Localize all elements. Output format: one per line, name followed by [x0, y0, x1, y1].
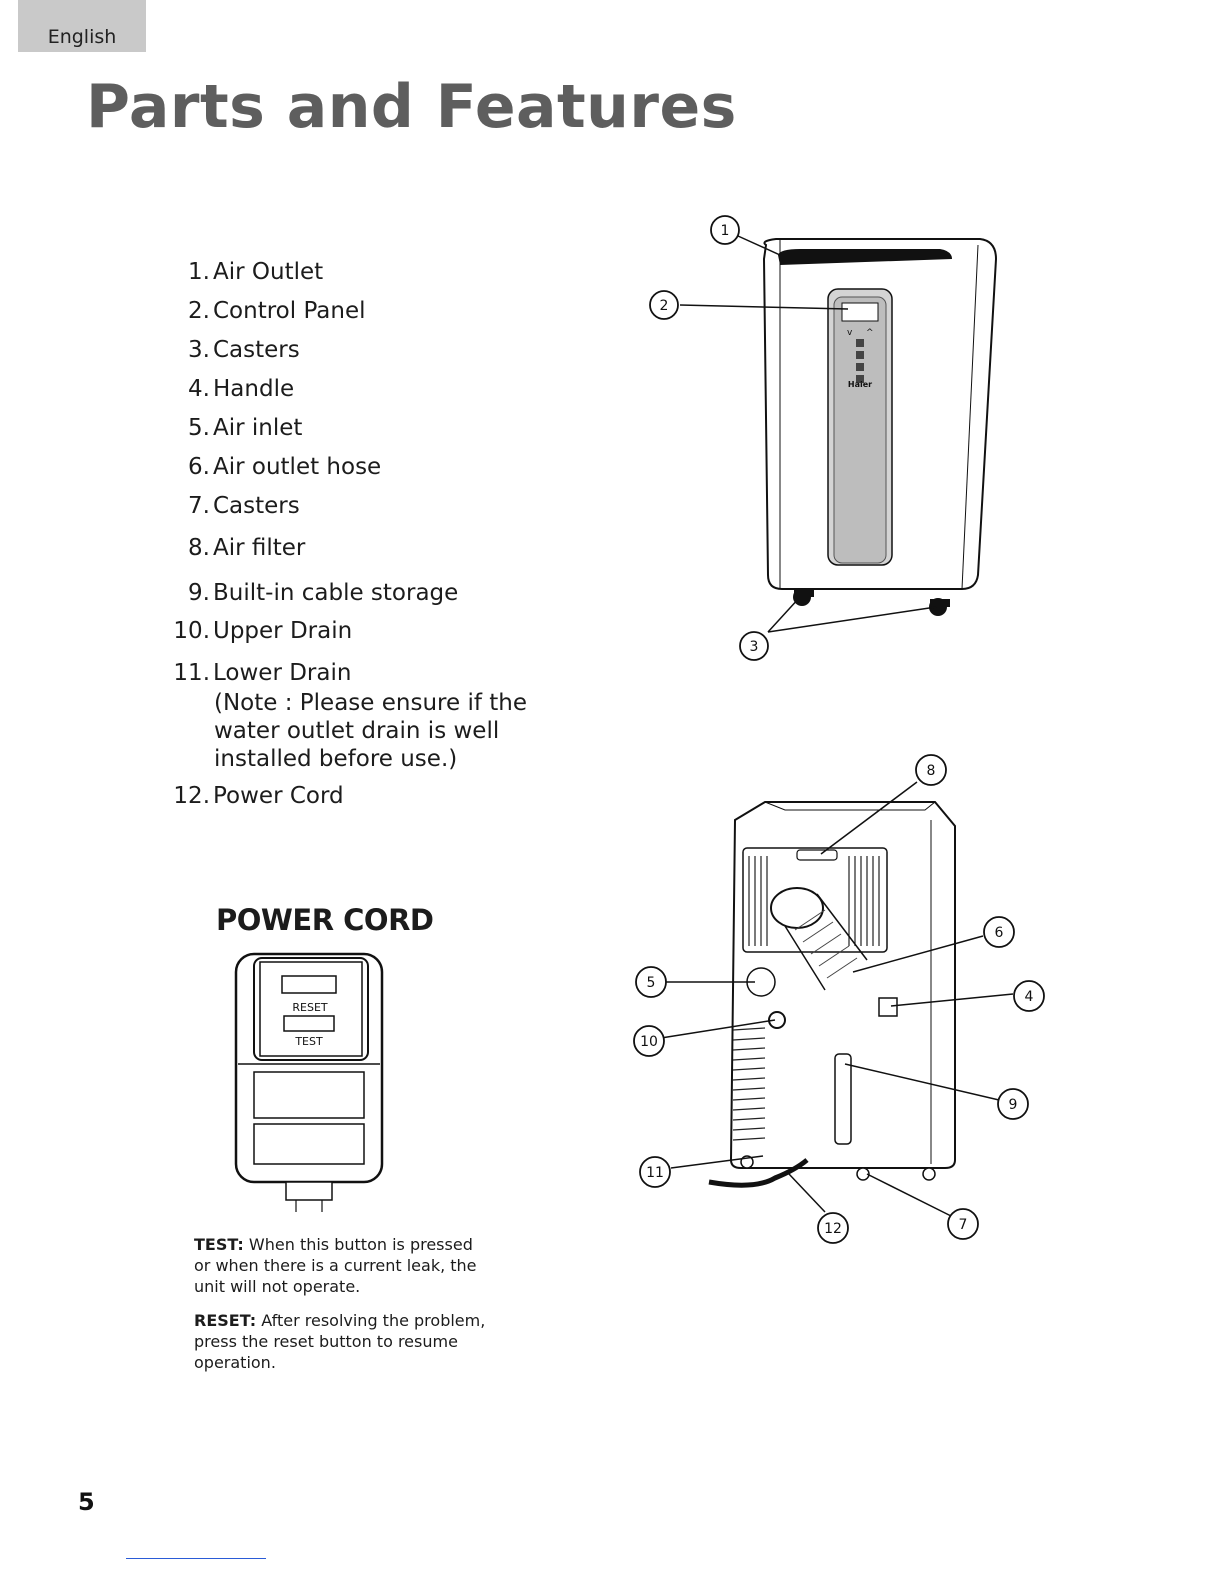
callout-2: 2 — [660, 298, 669, 314]
lower-drain-note: (Note : Please ensure if the water outle… — [214, 690, 527, 772]
svg-text:v: v — [847, 328, 853, 338]
list-item: 12.Power Cord — [173, 783, 344, 809]
front-view-illustration: v ^ Haier 1 2 3 — [649, 215, 998, 661]
callout-10: 10 — [640, 1034, 658, 1050]
list-item: 2.Control Panel — [188, 298, 366, 324]
list-item: 1.Air Outlet — [188, 259, 324, 285]
callout-7: 7 — [959, 1217, 968, 1233]
brand-logo: Haier — [848, 380, 872, 389]
list-item: 8.Air filter — [188, 535, 306, 561]
callout-5: 5 — [647, 975, 656, 991]
callout-12: 12 — [824, 1221, 842, 1237]
footer-divider — [126, 1558, 266, 1559]
page-number: 5 — [78, 1488, 95, 1516]
reset-explanation: RESET: After resolving the problem, pres… — [194, 1311, 486, 1372]
reset-button-label: RESET — [292, 1001, 328, 1014]
callout-6: 6 — [995, 925, 1004, 941]
list-item: 9.Built-in cable storage — [188, 580, 459, 606]
list-item: 5.Air inlet — [188, 415, 303, 441]
callout-8: 8 — [927, 763, 936, 779]
list-item: 3.Casters — [188, 337, 300, 363]
test-button-label: TEST — [294, 1035, 323, 1048]
callout-9: 9 — [1009, 1097, 1018, 1113]
callout-4: 4 — [1025, 989, 1034, 1005]
test-explanation: TEST: When this button is pressed or whe… — [194, 1235, 477, 1296]
svg-text:^: ^ — [866, 328, 874, 338]
power-cord-heading: POWER CORD — [216, 903, 434, 937]
list-item: 6.Air outlet hose — [188, 454, 382, 480]
list-item: 4.Handle — [188, 376, 295, 402]
page-title: Parts and Features — [86, 72, 737, 142]
list-item: 10.Upper Drain — [173, 618, 353, 644]
callout-11: 11 — [646, 1165, 664, 1181]
language-tab: English — [18, 0, 146, 52]
list-item: 11.Lower Drain — [173, 660, 352, 686]
list-item: 7.Casters — [188, 493, 300, 519]
power-cord-plug-illustration: RESET TEST — [234, 952, 384, 1212]
rear-view-illustration: 8 6 5 4 10 9 11 12 7 — [633, 754, 1045, 1244]
callout-3: 3 — [750, 639, 759, 655]
callout-1: 1 — [721, 223, 730, 239]
